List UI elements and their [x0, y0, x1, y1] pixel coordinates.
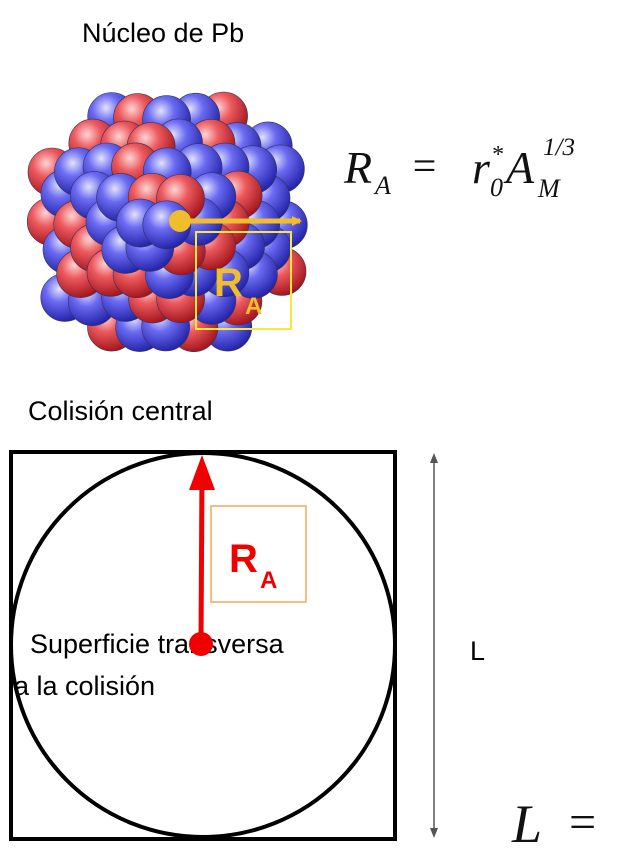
- nucleus-center-dot: [169, 210, 191, 232]
- nucleus-radius-label-box: [195, 231, 292, 330]
- formula-A: A: [503, 142, 535, 193]
- formula-A-subscript: M: [537, 174, 561, 203]
- surface-label-line1: Superficie transversa: [30, 629, 285, 659]
- radius-formula: R A = r * 0 A 1/3 M: [343, 134, 575, 203]
- nucleus-radius-label: R: [214, 261, 243, 305]
- formula-lhs-R: R: [343, 142, 372, 193]
- nucleus-radius-subscript: A: [245, 293, 262, 320]
- collision-radius-subscript: A: [260, 567, 277, 594]
- formula-r-subscript: 0: [490, 173, 503, 202]
- side-length-label: L: [470, 636, 485, 666]
- collision-radius-label-box: [210, 505, 307, 603]
- length-formula-lhs: L: [511, 794, 542, 849]
- collision-center-dot: [189, 632, 213, 656]
- formula-r-superscript: *: [491, 142, 503, 168]
- formula-r: r: [472, 142, 491, 193]
- formula-exponent: 1/3: [543, 134, 575, 161]
- collision-radius-arrow: [189, 455, 215, 656]
- length-formula: L =: [511, 794, 598, 849]
- surface-label-line2: a la colisión: [14, 671, 155, 701]
- side-length-dimension: [430, 453, 438, 838]
- collision-title: Colisión central: [28, 396, 213, 426]
- nucleus-title: Núcleo de Pb: [82, 18, 244, 48]
- length-formula-equals: =: [566, 796, 598, 849]
- transverse-circle: [9, 451, 397, 839]
- collision-radius-label: R: [229, 537, 258, 581]
- nucleus-radius-arrow: [169, 210, 302, 232]
- formula-lhs-subscript: A: [373, 171, 391, 200]
- formula-equals: =: [410, 144, 438, 190]
